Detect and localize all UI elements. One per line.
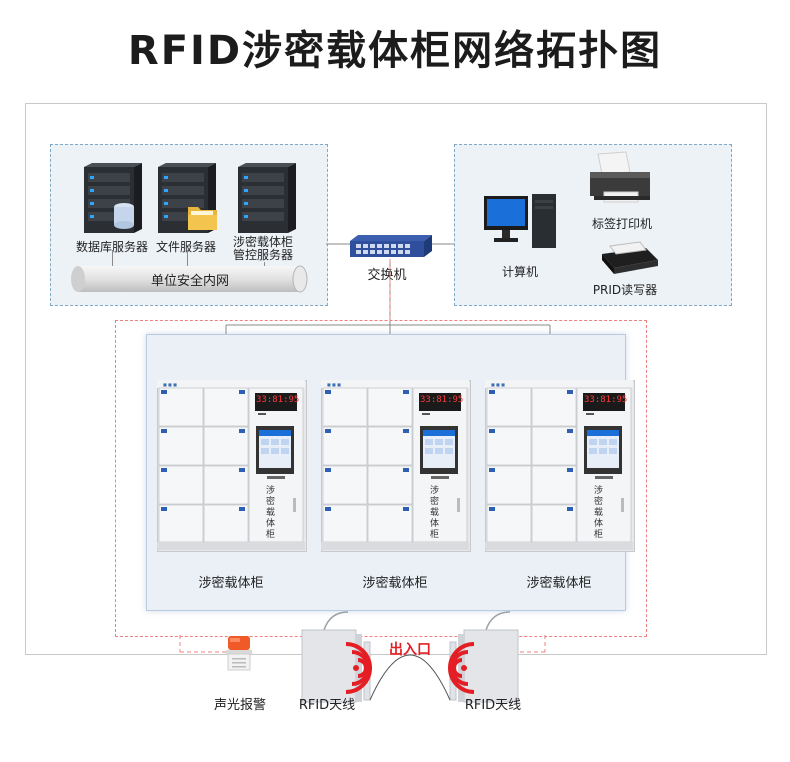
cabinet-caption: 涉密载体柜 xyxy=(526,576,592,591)
intranet-label: 单位安全内网 xyxy=(150,274,229,289)
server-link-line xyxy=(264,262,265,266)
control-server-icon xyxy=(238,163,296,233)
cabinet-side-text: 涉密载体柜 xyxy=(430,486,440,540)
computer-icon xyxy=(484,194,556,248)
cabinet-side-text: 涉密载体柜 xyxy=(594,486,604,540)
cabinet-caption: 涉密载体柜 xyxy=(198,576,264,591)
diagram-frame xyxy=(25,103,767,655)
server-link-line xyxy=(112,250,113,266)
rfid-gate xyxy=(301,611,519,703)
secure-zone-boundary xyxy=(115,320,647,637)
database-server-label: 数据库服务器 xyxy=(75,240,148,254)
cabinet-side-text: 涉密载体柜 xyxy=(266,486,276,540)
antenna-right-label: RFID天线 xyxy=(464,698,522,713)
entrance-label: 出入口 xyxy=(389,642,431,658)
network-switch-icon xyxy=(350,235,432,257)
intranet-pipe xyxy=(71,265,308,293)
alarm-icon xyxy=(226,636,252,671)
antenna-left-label: RFID天线 xyxy=(298,698,356,713)
database-server-icon xyxy=(84,163,142,233)
cabinet-clock: 33:81:95 xyxy=(256,395,300,405)
printer-icon xyxy=(590,151,650,203)
reader-label: PRID读写器 xyxy=(592,283,658,297)
switch-label: 交换机 xyxy=(367,268,407,283)
server-link-line xyxy=(187,250,188,266)
computer-label: 计算机 xyxy=(501,265,538,279)
file-server-icon xyxy=(158,163,217,233)
label-printer-label: 标签打印机 xyxy=(591,217,652,231)
page-title: RFID涉密载体柜网络拓扑图 xyxy=(127,28,663,74)
cabinet-clock: 33:81:95 xyxy=(584,395,628,405)
alarm-label: 声光报警 xyxy=(213,698,266,713)
reader-icon xyxy=(602,241,658,274)
file-server-label: 文件服务器 xyxy=(155,240,216,254)
cabinet-clock: 33:81:95 xyxy=(420,395,464,405)
cabinet-caption: 涉密载体柜 xyxy=(362,576,428,591)
control-server-label: 涉密载体柜 管控服务器 xyxy=(232,235,293,262)
